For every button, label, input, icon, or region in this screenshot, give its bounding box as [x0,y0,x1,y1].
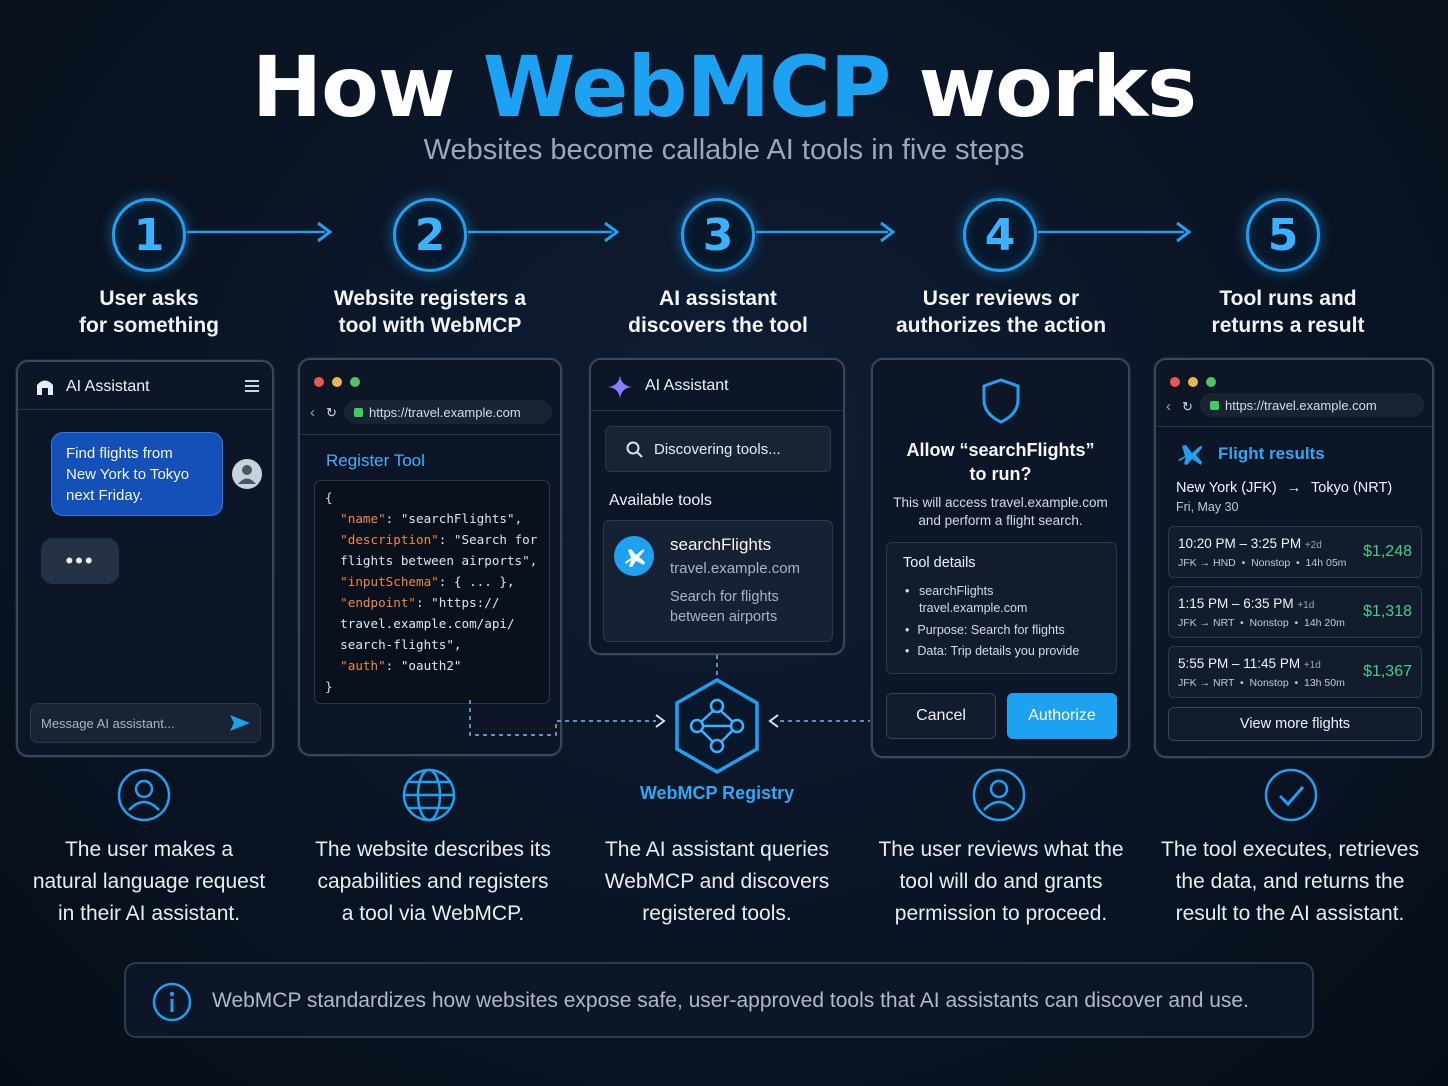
user-icon [972,768,1026,822]
user-icon [117,768,171,822]
browser-back-icon[interactable]: ‹ [310,404,315,421]
flight-results-heading: Flight results [1218,444,1325,463]
flight-date: Fri, May 30 [1176,500,1239,514]
window-controls [1170,374,1224,392]
flight-price: $1,367 [1363,663,1412,680]
browser-reload-icon[interactable]: ↻ [1182,399,1193,414]
chat-app-name: AI Assistant [66,378,150,395]
send-icon[interactable] [229,713,251,733]
registry-connectors [469,655,870,736]
discover-search-text: Discovering tools... [654,441,781,458]
flight-price: $1,318 [1363,603,1412,620]
message-input-placeholder: Message AI assistant... [41,716,175,731]
view-more-flights-button[interactable]: View more flights [1168,707,1422,741]
flight-option-3[interactable]: 5:55 PM – 11:45 PM +1d JFK → NRT • Nonst… [1168,646,1422,698]
step-connectors [187,221,1192,243]
lock-icon [1210,400,1219,410]
discover-app-name: AI Assistant [645,377,729,394]
menu-icon[interactable] [244,379,260,393]
browser-url-text: https://travel.example.com [1225,397,1377,413]
sparkle-icon [608,375,632,399]
tool-domain: travel.example.com [670,560,801,577]
airplane-icon [1178,445,1203,465]
flight-route-details: JFK → NRT • Nonstop • 13h 50m [1178,677,1345,689]
authorize-question: Allow “searchFlights”to run? [906,440,1095,484]
panel-discover-tools: AI Assistant Discovering tools... Availa… [589,358,845,655]
flight-route-details: JFK → NRT • Nonstop • 14h 20m [1178,617,1345,629]
flight-time: 5:55 PM – 11:45 PM +1d [1178,656,1321,671]
step-2-circle: 2 [393,198,467,272]
footer-note: WebMCP standardizes how websites expose … [124,962,1314,1038]
flight-time: 1:15 PM – 6:35 PM +1d [1178,596,1315,611]
tool-details-item-2: •Purpose: Search for flights [905,623,1065,637]
step-4-circle: 4 [963,198,1037,272]
flight-option-1[interactable]: 10:20 PM – 3:25 PM +2d JFK → HND • Nonst… [1168,526,1422,578]
airplane-icon [625,549,645,567]
message-input[interactable]: Message AI assistant... [30,703,261,743]
authorize-button[interactable]: Authorize [1007,693,1117,739]
available-tools-label: Available tools [609,492,712,509]
info-icon [152,982,192,1022]
shield-icon [982,378,1020,424]
flight-price: $1,248 [1363,543,1412,560]
tool-definition-code: { "name": "searchFlights", "description"… [314,480,550,704]
flight-route: New York (JFK) → Tokyo (NRT) [1176,480,1393,496]
tool-details-title: Tool details [903,555,976,571]
discover-search-box[interactable]: Discovering tools... [605,426,831,472]
browser-url-bar[interactable]: https://travel.example.com [344,400,552,424]
registry-label: WebMCP Registry [639,783,795,803]
flight-option-2[interactable]: 1:15 PM – 6:35 PM +1d JFK → NRT • Nonsto… [1168,586,1422,638]
step-3-circle: 3 [681,198,755,272]
tool-card-searchflights[interactable]: searchFlights travel.example.com Search … [603,520,833,642]
check-circle-icon [1264,768,1318,822]
tool-details-item-3: •Data: Trip details you provide [905,644,1080,658]
page-subtitle: Websites become callable AI tools in fiv… [423,134,1025,166]
chat-header [18,362,272,410]
assistant-logo-icon [37,380,53,395]
panel-authorize: Allow “searchFlights”to run? This will a… [871,358,1130,758]
cancel-button[interactable]: Cancel [886,693,996,739]
flight-route-details: JFK → HND • Nonstop • 14h 05m [1178,557,1347,569]
register-tool-heading: Register Tool [326,451,425,470]
user-avatar-icon [238,465,256,484]
lock-icon [354,407,363,417]
step-1-circle: 1 [112,198,186,272]
browser-reload-icon[interactable]: ↻ [326,405,337,420]
page-title: How WebMCP works [251,38,1197,136]
webmcp-registry-hex-icon [675,677,759,775]
globe-icon [402,768,456,822]
search-icon [626,441,643,458]
browser-url-text: https://travel.example.com [369,404,521,420]
user-avatar [232,459,262,489]
tool-airplane-badge [614,536,654,576]
tool-name: searchFlights [670,535,772,554]
typing-indicator: ••• [41,538,119,584]
panel-flight-results: ‹ ↻ https://travel.example.com Flight re… [1154,358,1434,758]
window-controls [314,374,368,392]
browser-url-bar[interactable]: https://travel.example.com [1200,393,1424,417]
browser-back-icon[interactable]: ‹ [1166,398,1171,415]
flight-time: 10:20 PM – 3:25 PM +2d [1178,536,1322,551]
panel-website-register: ‹ ↻ https://travel.example.com Register … [298,358,562,756]
step-5-circle: 5 [1246,198,1320,272]
footer-text: WebMCP standardizes how websites expose … [212,989,1249,1012]
